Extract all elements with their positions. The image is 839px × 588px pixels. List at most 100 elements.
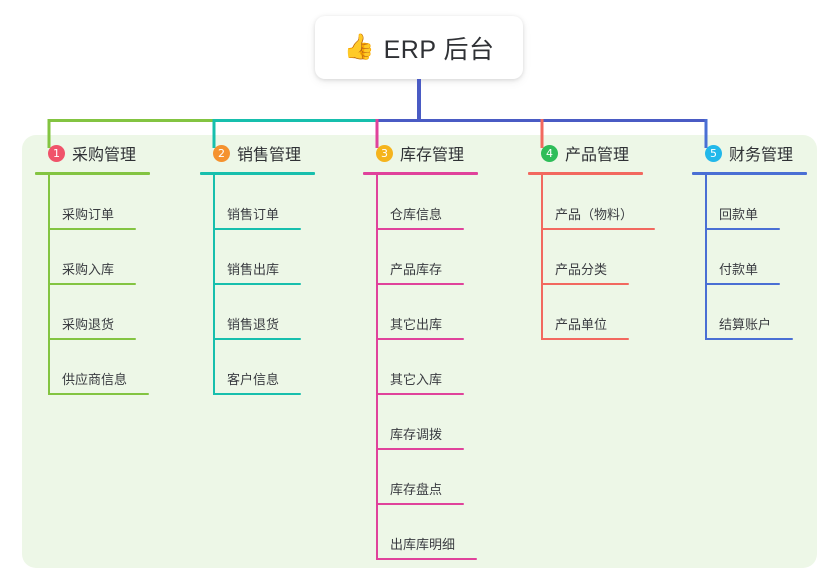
- leaf-item[interactable]: 产品（物料）: [541, 175, 655, 230]
- branch-spine: [213, 175, 215, 395]
- leaf-item-underline: [376, 503, 464, 505]
- branch-title: 库存管理: [400, 147, 465, 164]
- branch-underline: [363, 172, 478, 175]
- leaf-item-underline: [705, 283, 780, 285]
- leaf-item-underline: [705, 228, 780, 230]
- leaf-item-label: 采购退货: [62, 317, 115, 332]
- leaf-item[interactable]: 采购退货: [48, 285, 150, 340]
- leaf-item[interactable]: 销售出库: [213, 230, 315, 285]
- leaf-item-label: 销售出库: [227, 262, 280, 277]
- leaf-item[interactable]: 采购订单: [48, 175, 150, 230]
- leaf-item-underline: [376, 558, 477, 560]
- leaf-item-underline: [541, 338, 629, 340]
- leaf-item-underline: [376, 448, 464, 450]
- leaf-item-underline: [48, 393, 149, 395]
- thumbs-up-icon: 👍: [343, 33, 375, 61]
- leaf-item-label: 客户信息: [227, 372, 280, 387]
- branch-item-list: 产品（物料） 产品分类产品单位: [528, 175, 655, 340]
- leaf-item[interactable]: 回款单: [705, 175, 807, 230]
- leaf-item-label: 结算账户: [719, 317, 772, 332]
- leaf-item-label: 付款单: [719, 262, 759, 277]
- leaf-item[interactable]: 销售订单: [213, 175, 315, 230]
- leaf-item[interactable]: 销售退货: [213, 285, 315, 340]
- leaf-item[interactable]: 结算账户: [705, 285, 807, 340]
- leaf-item-label: 库存调拨: [390, 427, 443, 442]
- branch-item-list: 回款单付款单结算账户: [692, 175, 807, 340]
- branch-underline: [200, 172, 315, 175]
- leaf-item-label: 销售退货: [227, 317, 280, 332]
- leaf-item-underline: [213, 283, 301, 285]
- leaf-item-label: 产品单位: [555, 317, 608, 332]
- leaf-item-underline: [213, 228, 301, 230]
- diagram-panel: [22, 135, 817, 568]
- branch-spine: [541, 175, 543, 340]
- leaf-item-label: 出库库明细: [390, 537, 456, 552]
- leaf-item-label: 采购订单: [62, 207, 115, 222]
- branch-item-list: 仓库信息产品库存其它出库其它入库库存调拨库存盘点出库库明细: [363, 175, 478, 560]
- leaf-item-label: 产品库存: [390, 262, 443, 277]
- leaf-item-underline: [376, 228, 464, 230]
- leaf-item[interactable]: 库存盘点: [376, 450, 478, 505]
- leaf-item-label: 产品（物料）: [555, 207, 634, 222]
- branch-title: 财务管理: [729, 147, 794, 164]
- leaf-item[interactable]: 其它入库: [376, 340, 478, 395]
- leaf-item-underline: [376, 393, 464, 395]
- leaf-item-label: 其它入库: [390, 372, 443, 387]
- leaf-item-underline: [48, 283, 136, 285]
- branch-title: 销售管理: [237, 147, 302, 164]
- leaf-item[interactable]: 付款单: [705, 230, 807, 285]
- branch-column-4: 4 产品管理产品（物料） 产品分类产品单位: [528, 135, 655, 340]
- leaf-item[interactable]: 产品单位: [541, 285, 643, 340]
- leaf-item[interactable]: 库存调拨: [376, 395, 478, 450]
- leaf-item[interactable]: 出库库明细: [376, 505, 478, 560]
- branch-title: 产品管理: [565, 147, 630, 164]
- leaf-item-underline: [213, 338, 301, 340]
- branch-column-1: 1 采购管理采购订单采购入库采购退货供应商信息: [35, 135, 150, 395]
- leaf-item-label: 仓库信息: [390, 207, 443, 222]
- leaf-item-underline: [376, 338, 464, 340]
- leaf-item-underline: [48, 228, 136, 230]
- branch-header-3[interactable]: 3 库存管理: [363, 135, 478, 171]
- leaf-item-label: 供应商信息: [62, 372, 128, 387]
- root-node-title: ERP 后台: [383, 35, 495, 64]
- branch-spine: [705, 175, 707, 340]
- branch-title: 采购管理: [72, 147, 137, 164]
- leaf-item-label: 回款单: [719, 207, 759, 222]
- leaf-item[interactable]: 产品分类: [541, 230, 643, 285]
- leaf-item-underline: [213, 393, 301, 395]
- branch-underline: [692, 172, 807, 175]
- branch-header-1[interactable]: 1 采购管理: [35, 135, 150, 171]
- leaf-item-label: 销售订单: [227, 207, 280, 222]
- leaf-item-label: 其它出库: [390, 317, 443, 332]
- leaf-item[interactable]: 客户信息: [213, 340, 315, 395]
- leaf-item[interactable]: 供应商信息: [48, 340, 150, 395]
- leaf-item-underline: [48, 338, 136, 340]
- leaf-item-underline: [541, 283, 629, 285]
- branch-number-badge: 4: [541, 144, 558, 162]
- leaf-item[interactable]: 仓库信息: [376, 175, 478, 230]
- leaf-item-underline: [541, 228, 655, 230]
- branch-number-badge: 1: [48, 144, 65, 162]
- leaf-item-label: 产品分类: [555, 262, 608, 277]
- root-node-card[interactable]: 👍 ERP 后台: [315, 16, 523, 79]
- leaf-item[interactable]: 采购入库: [48, 230, 150, 285]
- branch-underline: [35, 172, 150, 175]
- branch-underline: [528, 172, 643, 175]
- branch-number-badge: 3: [376, 144, 393, 162]
- leaf-item[interactable]: 其它出库: [376, 285, 478, 340]
- leaf-item[interactable]: 产品库存: [376, 230, 478, 285]
- branch-item-list: 销售订单销售出库销售退货客户信息: [200, 175, 315, 395]
- leaf-item-label: 库存盘点: [390, 482, 443, 497]
- leaf-item-underline: [376, 283, 464, 285]
- branch-header-4[interactable]: 4 产品管理: [528, 135, 643, 171]
- branch-column-3: 3 库存管理仓库信息产品库存其它出库其它入库库存调拨库存盘点出库库明细: [363, 135, 478, 560]
- branch-spine: [376, 175, 378, 560]
- branch-spine: [48, 175, 50, 395]
- branch-item-list: 采购订单采购入库采购退货供应商信息: [35, 175, 150, 395]
